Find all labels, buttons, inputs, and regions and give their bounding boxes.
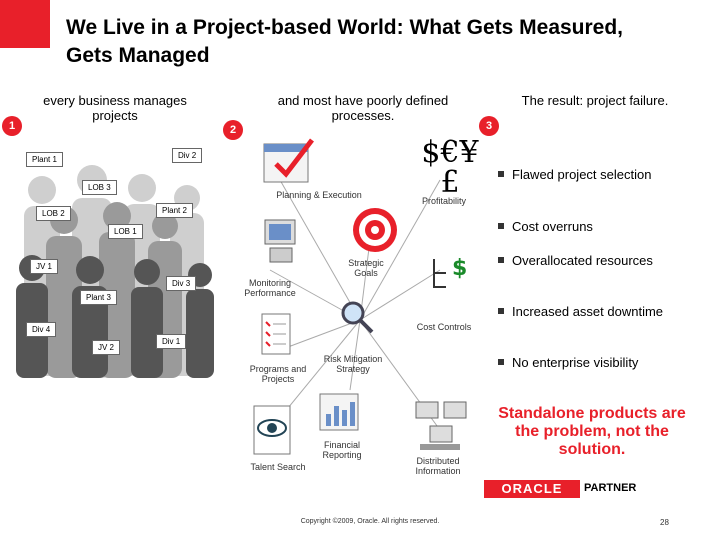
org-bubble: Div 3	[166, 276, 197, 291]
bullet-icon	[498, 359, 504, 365]
report-chart-icon	[319, 393, 359, 431]
result-item: Increased asset downtime	[498, 304, 702, 319]
profitability-label: Profitability	[421, 196, 466, 206]
page-number: 28	[660, 518, 669, 527]
tagline: Standalone products are the problem, not…	[498, 405, 686, 458]
title-accent-bar	[0, 0, 50, 48]
org-bubble: JV 1	[30, 259, 59, 274]
step-number-3: 3	[479, 116, 499, 136]
result-item: Flawed project selection	[498, 167, 702, 182]
magnifier-icon	[341, 301, 374, 334]
step-header-2: and most have poorly defined processes.	[277, 93, 449, 123]
org-bubble: LOB 2	[36, 206, 71, 221]
calendar-check-icon	[263, 138, 314, 183]
org-bubble: Plant 2	[156, 203, 193, 218]
org-bubble: Div 4	[26, 322, 57, 337]
svg-text:$: $	[452, 256, 467, 281]
org-bubble: Plant 3	[80, 290, 117, 305]
cost-flow-icon: $	[433, 256, 467, 288]
bullet-icon	[498, 308, 504, 314]
planning-execution-label: Planning & Execution	[276, 190, 362, 200]
monitor-icon	[264, 219, 296, 263]
org-bubble: Plant 1	[26, 152, 63, 167]
result-item: Overallocated resources	[498, 253, 702, 268]
strategic-goals-label: Strategic Goals	[348, 258, 384, 278]
org-bubble: JV 2	[92, 340, 121, 355]
step-header-3: The result: project failure.	[521, 93, 669, 108]
org-bubble: Div 1	[156, 334, 187, 349]
result-item: Cost overruns	[498, 219, 702, 234]
target-icon	[353, 208, 397, 252]
distributed-information-label: Distributed Information	[415, 456, 461, 476]
org-bubble: LOB 1	[108, 224, 143, 239]
financial-reporting-label: Financial Reporting	[322, 440, 362, 460]
result-item: No enterprise visibility	[498, 355, 702, 370]
step-number-1: 1	[2, 116, 22, 136]
checklist-icon	[261, 313, 291, 355]
bullet-icon	[498, 257, 504, 263]
cost-controls-label: Cost Controls	[416, 322, 472, 332]
monitoring-performance-label: Monitoring Performance	[244, 278, 296, 298]
eye-document-icon	[253, 405, 291, 455]
step-header-1: every business manages projects	[43, 93, 187, 123]
slide-title: We Live in a Project-based World: What G…	[66, 16, 624, 67]
bullet-icon	[498, 171, 504, 177]
org-bubble: Div 2	[172, 148, 203, 163]
step-number-2: 2	[223, 120, 243, 140]
network-computers-icon	[415, 401, 467, 450]
risk-mitigation-label: Risk Mitigation Strategy	[323, 354, 383, 374]
bullet-icon	[498, 223, 504, 229]
currency-symbols-icon: $€¥ £	[421, 135, 479, 200]
talent-search-label: Talent Search	[250, 462, 306, 472]
programs-projects-label: Programs and Projects	[249, 364, 307, 384]
oracle-logo: ORACLE	[484, 480, 580, 498]
org-bubble: LOB 3	[82, 180, 117, 195]
copyright-text: Copyright ©2009, Oracle. All rights rese…	[300, 518, 440, 525]
partner-label: PARTNER	[584, 482, 637, 494]
